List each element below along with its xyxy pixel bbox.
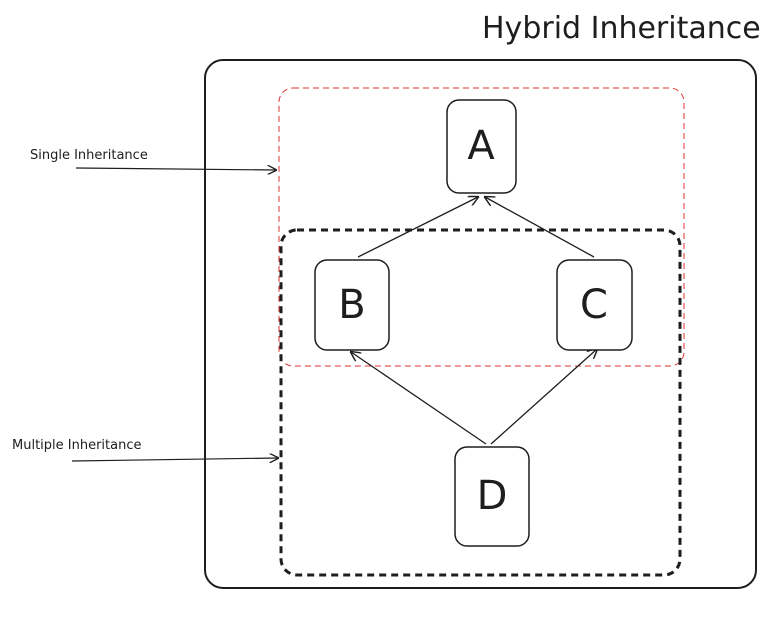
node-b: B <box>314 259 390 351</box>
edge-b-to-a <box>357 197 478 258</box>
node-b-label: B <box>338 282 365 328</box>
diagram-title: Hybrid Inheritance <box>482 11 761 46</box>
multiple-inheritance-pointer <box>71 458 278 461</box>
node-a: A <box>446 99 517 194</box>
single-inheritance-pointer <box>75 168 276 170</box>
single-inheritance-region <box>278 87 685 367</box>
inheritance-edges <box>351 197 597 445</box>
node-b-box <box>314 259 390 351</box>
node-c: C <box>556 259 633 351</box>
edge-d-to-c <box>490 349 597 445</box>
single-inheritance-label: Single Inheritance <box>30 148 148 163</box>
node-c-label: C <box>580 282 608 328</box>
node-d-label: D <box>477 473 508 519</box>
node-d: D <box>454 446 530 547</box>
multiple-inheritance-label: Multiple Inheritance <box>12 438 142 453</box>
node-a-label: A <box>467 123 495 169</box>
node-d-box <box>454 446 530 547</box>
node-a-box <box>446 99 517 194</box>
outer-frame <box>204 59 757 589</box>
multiple-inheritance-region <box>279 228 682 577</box>
node-c-box <box>556 259 633 351</box>
edge-d-to-b <box>351 352 487 445</box>
edge-c-to-a <box>485 197 595 258</box>
